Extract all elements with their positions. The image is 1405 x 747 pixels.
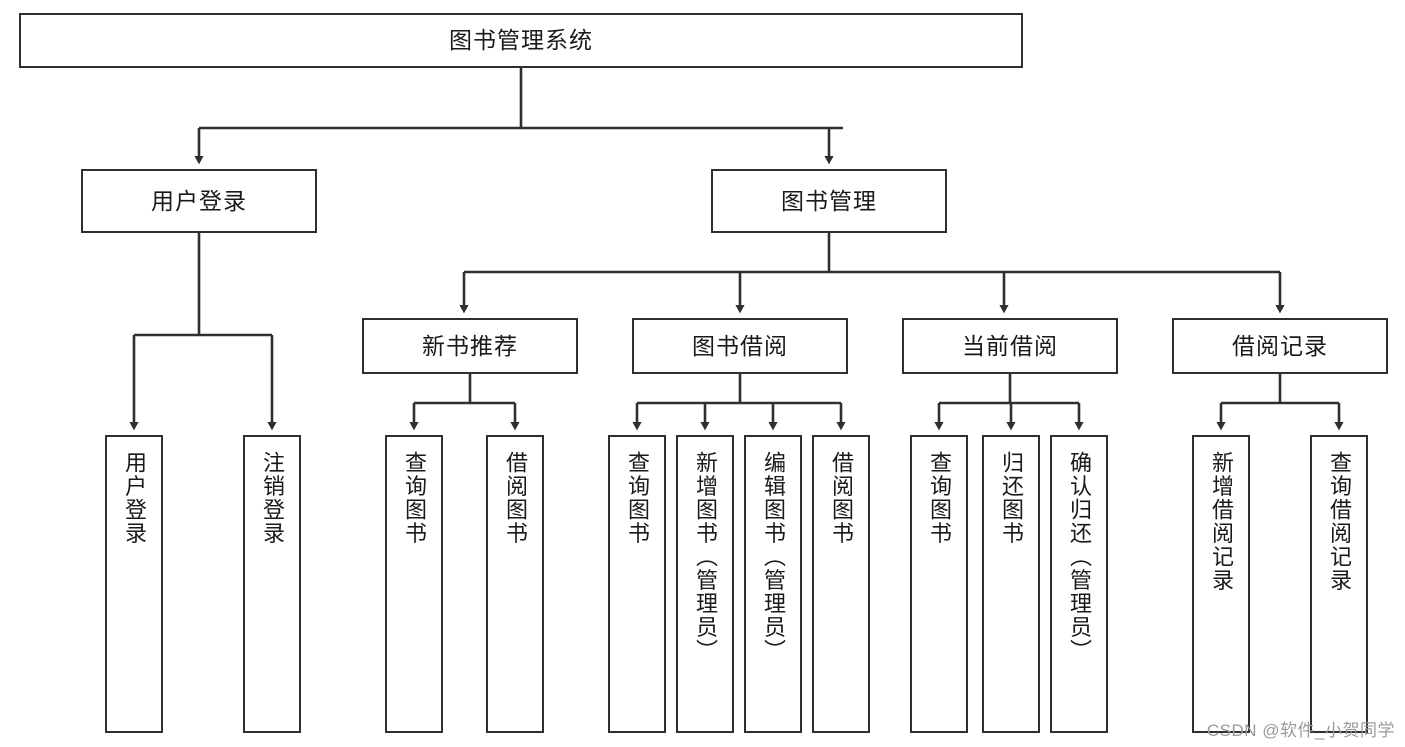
leaf-add-book-admin[interactable]: 新增图书（管理员）	[676, 435, 734, 733]
leaf-borrow-book-newbook-label: 借阅图书	[502, 451, 528, 545]
leaf-query-book-newbook-label: 查询图书	[401, 451, 427, 545]
leaf-query-book-borrow[interactable]: 查询图书	[608, 435, 666, 733]
csdn-watermark: CSDN @软件_小贺同学	[1206, 721, 1395, 740]
leaf-query-book-newbook[interactable]: 查询图书	[385, 435, 443, 733]
node-borrow-record[interactable]: 借阅记录	[1172, 318, 1388, 374]
leaf-edit-book-admin-label: 编辑图书（管理员）	[760, 451, 786, 663]
leaf-add-book-admin-label: 新增图书（管理员）	[692, 451, 718, 663]
leaf-add-borrow-record-label: 新增借阅记录	[1208, 451, 1234, 592]
leaf-query-borrow-record[interactable]: 查询借阅记录	[1310, 435, 1368, 733]
leaf-return-book[interactable]: 归还图书	[982, 435, 1040, 733]
node-new-book-recommend-label: 新书推荐	[422, 332, 518, 359]
leaf-return-book-label: 归还图书	[998, 451, 1024, 545]
node-current-borrow[interactable]: 当前借阅	[902, 318, 1118, 374]
node-borrow-record-label: 借阅记录	[1232, 332, 1328, 359]
leaf-logout-login[interactable]: 注销登录	[243, 435, 301, 733]
node-user-login-label: 用户登录	[151, 187, 247, 214]
node-book-management-label: 图书管理	[781, 187, 877, 214]
node-current-borrow-label: 当前借阅	[962, 332, 1058, 359]
leaf-query-book-current[interactable]: 查询图书	[910, 435, 968, 733]
node-book-management[interactable]: 图书管理	[711, 169, 947, 233]
node-root[interactable]: 图书管理系统	[19, 13, 1023, 68]
leaf-query-book-current-label: 查询图书	[926, 451, 952, 545]
leaf-borrow-book-newbook[interactable]: 借阅图书	[486, 435, 544, 733]
leaf-borrow-book-label: 借阅图书	[828, 451, 854, 545]
node-book-borrow-label: 图书借阅	[692, 332, 788, 359]
node-book-borrow[interactable]: 图书借阅	[632, 318, 848, 374]
leaf-edit-book-admin[interactable]: 编辑图书（管理员）	[744, 435, 802, 733]
leaf-user-login-label: 用户登录	[121, 451, 147, 545]
leaf-query-borrow-record-label: 查询借阅记录	[1326, 451, 1352, 592]
node-root-label: 图书管理系统	[449, 27, 593, 54]
leaf-add-borrow-record[interactable]: 新增借阅记录	[1192, 435, 1250, 733]
node-user-login[interactable]: 用户登录	[81, 169, 317, 233]
leaf-confirm-return-admin[interactable]: 确认归还（管理员）	[1050, 435, 1108, 733]
leaf-user-login[interactable]: 用户登录	[105, 435, 163, 733]
leaf-borrow-book[interactable]: 借阅图书	[812, 435, 870, 733]
leaf-query-book-borrow-label: 查询图书	[624, 451, 650, 545]
leaf-logout-login-label: 注销登录	[259, 451, 285, 545]
node-new-book-recommend[interactable]: 新书推荐	[362, 318, 578, 374]
leaf-confirm-return-admin-label: 确认归还（管理员）	[1066, 451, 1092, 663]
